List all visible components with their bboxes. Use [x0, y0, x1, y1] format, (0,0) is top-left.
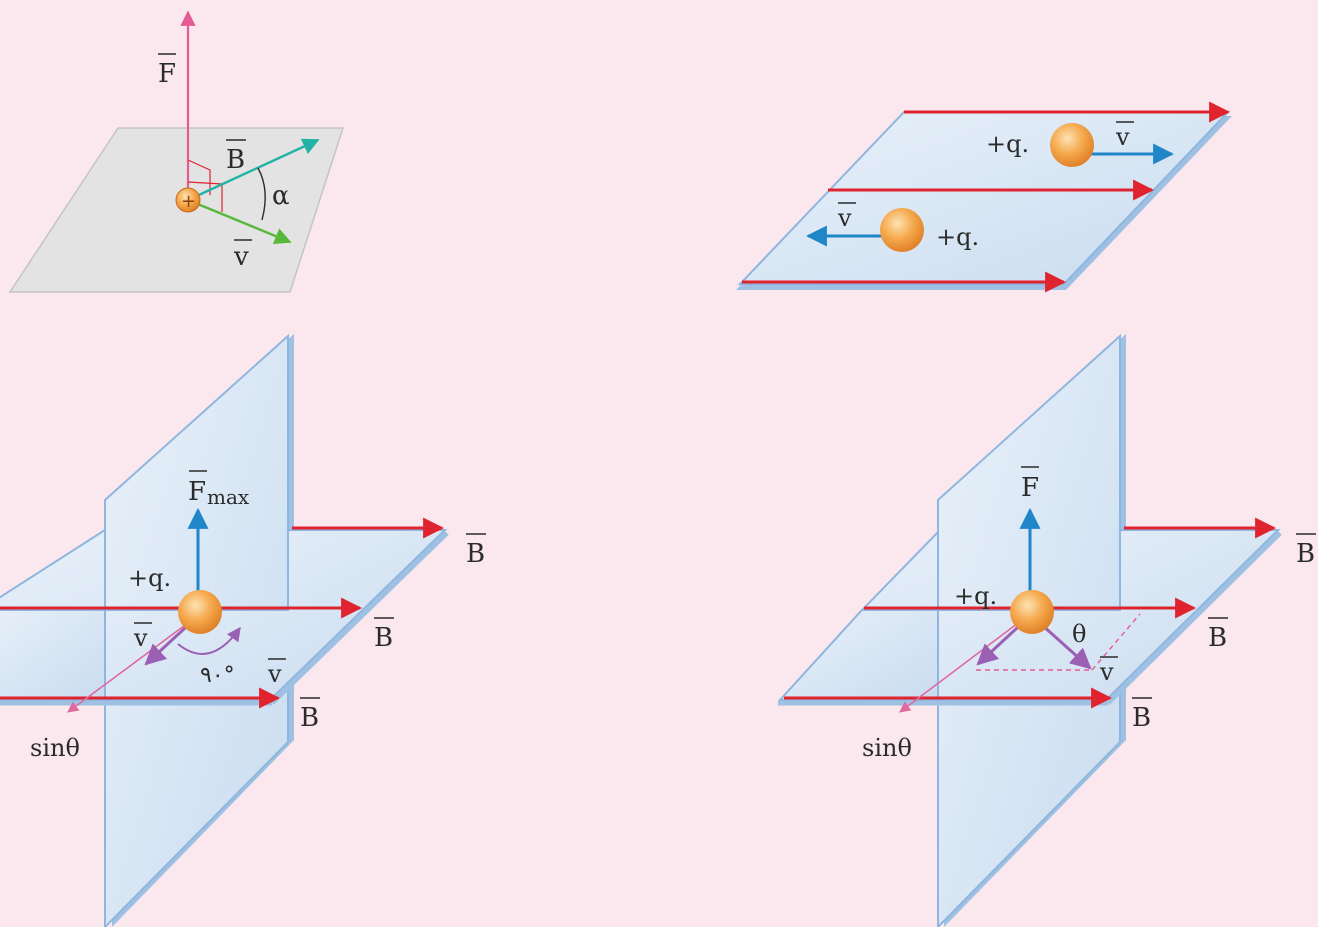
alpha-arc	[257, 167, 266, 221]
bottom-left-diagram: F max +q. v ۹۰° v B B B sinθ	[0, 333, 486, 927]
right-angle-mark-b	[187, 159, 211, 195]
label-charge-tr-1: +q.	[986, 130, 1029, 158]
sin-axis-br	[899, 613, 1031, 713]
label-v-tr-2: v	[837, 204, 852, 232]
label-v-tr-1: v	[1115, 123, 1130, 151]
label-v-bl-2: v	[267, 660, 282, 688]
charge-bl	[178, 590, 222, 634]
charge-tr-2	[880, 208, 924, 252]
label-sin-bl: sinθ	[30, 734, 80, 762]
label-b-br-2: B	[1208, 623, 1227, 653]
label-alpha: α	[272, 181, 290, 211]
label-b-bl-3: B	[300, 703, 319, 733]
label-b-top: B	[226, 145, 245, 175]
v-arrow-top	[187, 198, 292, 245]
label-b-bl-1: B	[466, 539, 485, 569]
bl-horizontal-plane-right	[104, 529, 448, 701]
label-sin-br: sinθ	[862, 734, 912, 762]
label-theta: θ	[1072, 620, 1086, 648]
top-left-diagram: + F B α v	[8, 10, 345, 293]
top-right-plane	[737, 111, 1231, 285]
label-fmax-sub: max	[207, 485, 250, 509]
charge-tr-1	[1050, 123, 1094, 167]
top-right-diagram: +q. v +q. v	[736, 101, 1232, 293]
label-charge-tr-2: +q.	[936, 223, 979, 251]
bl-horizontal-plane-front	[0, 609, 106, 701]
charge-top	[175, 187, 201, 213]
b-arrow-top	[187, 138, 320, 202]
charge-br	[1010, 590, 1054, 634]
label-f-top: F	[158, 59, 176, 89]
label-v-br: v	[1099, 658, 1114, 686]
br-horizontal-plane-right	[937, 529, 1281, 701]
label-fmax: F	[188, 477, 206, 507]
bottom-right-diagram: F +q. θ v B B B sinθ	[777, 333, 1316, 927]
ninety-arc	[177, 626, 241, 655]
label-v-bl-1: v	[133, 624, 148, 652]
projection-dash-2	[1091, 613, 1141, 671]
label-charge-bl: +q.	[128, 564, 171, 592]
label-b-br-1: B	[1296, 539, 1315, 569]
label-charge-br: +q.	[954, 582, 997, 610]
label-v-top: v	[233, 242, 249, 272]
br-horizontal-plane-left	[777, 609, 939, 701]
sin-axis-bl	[67, 613, 201, 713]
label-b-bl-2: B	[374, 623, 393, 653]
label-f-br: F	[1021, 473, 1039, 503]
plus-sign: +	[181, 191, 196, 212]
label-b-br-3: B	[1132, 703, 1151, 733]
gray-plane	[8, 127, 345, 293]
label-ninety: ۹۰°	[200, 663, 235, 688]
